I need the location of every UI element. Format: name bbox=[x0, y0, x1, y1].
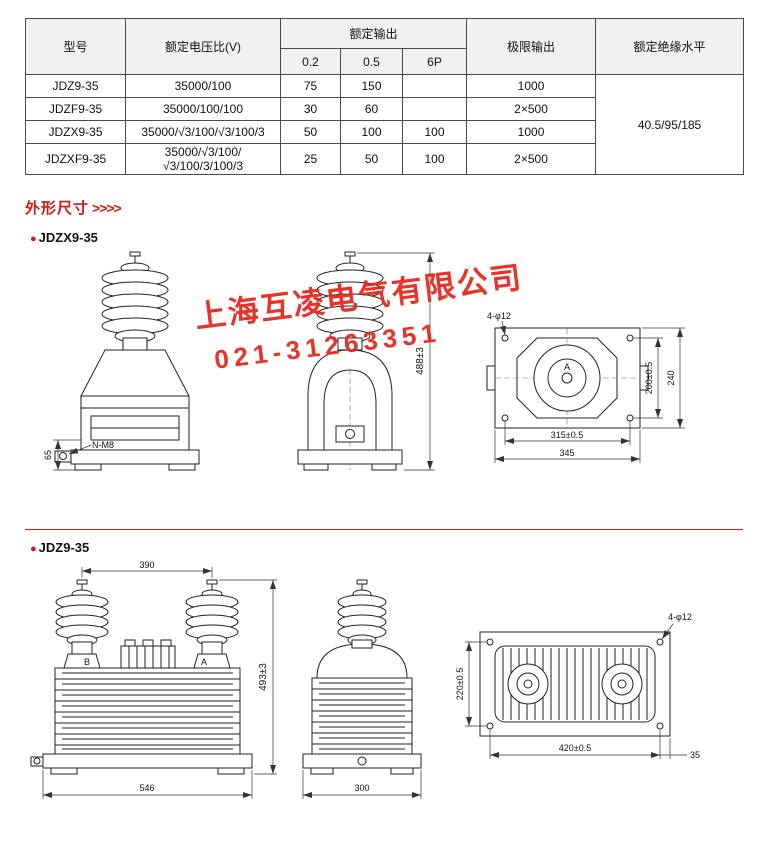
dim-label-hole-pitch-h: 315±0.5 bbox=[551, 430, 583, 440]
cell-output-02: 50 bbox=[280, 120, 341, 144]
dim-label-overall-height: 488±3 bbox=[415, 347, 426, 375]
model-label-jdz9: ●JDZ9-35 bbox=[30, 540, 89, 555]
col-header-model: 型号 bbox=[25, 18, 126, 75]
section-title-arrows-icon: >>>> bbox=[92, 200, 122, 216]
cell-model: JDZX9-35 bbox=[25, 120, 126, 144]
dim-label-width: 345 bbox=[559, 448, 574, 458]
terminal-label-a: A bbox=[201, 657, 207, 667]
dim-depth-jdz9: 300 bbox=[302, 770, 422, 799]
bullet-icon: ● bbox=[30, 233, 37, 245]
bullet-icon: ● bbox=[30, 543, 37, 555]
model-name-jdzx9: JDZX9-35 bbox=[38, 230, 98, 245]
dim-label-edge-offset: 35 bbox=[690, 750, 700, 760]
jdz9-front-view: B A bbox=[30, 579, 253, 775]
jdz9-outline-drawing: B A 390 493±3 546 bbox=[30, 560, 700, 799]
cell-output-02: 75 bbox=[280, 74, 341, 98]
col-header-ratio: 额定电压比(V) bbox=[125, 18, 281, 75]
cell-output-05: 60 bbox=[340, 97, 403, 121]
thread-callout: N-M8 bbox=[68, 440, 114, 455]
terminal-label-b: B bbox=[84, 657, 90, 667]
jdzx9-front-view bbox=[54, 251, 200, 471]
dim-holes-callout-jdz9: 4-φ12 bbox=[661, 612, 692, 640]
table-row: JDZ9-35 35000/100 75 150 1000 40.5/95/18… bbox=[25, 74, 745, 175]
cell-output-05: 100 bbox=[340, 120, 403, 144]
cell-ratio: 35000/100/100 bbox=[125, 97, 281, 121]
dim-label-base-height: 65 bbox=[43, 450, 53, 460]
dim-depth: 240 bbox=[642, 327, 685, 429]
jdzx9-top-view: A bbox=[486, 327, 649, 429]
model-label-jdzx9: ●JDZX9-35 bbox=[30, 230, 98, 245]
dim-hole-pitch-vertical: 200±0.5 bbox=[633, 337, 663, 419]
cell-output-05: 150 bbox=[340, 74, 403, 98]
dim-label-hole-pitch-h: 420±0.5 bbox=[559, 743, 591, 753]
dim-hole-pitch-horizontal: 315±0.5 bbox=[504, 421, 631, 445]
cell-ratio: 35000/100 bbox=[125, 74, 281, 98]
section-title: 外形尺寸>>>> bbox=[25, 197, 122, 218]
cell-limit: 2×500 bbox=[466, 143, 597, 175]
cell-output-6p bbox=[401, 97, 468, 121]
cell-output-02: 30 bbox=[280, 97, 341, 121]
cell-limit: 1000 bbox=[466, 120, 597, 144]
cell-model: JDZXF9-35 bbox=[25, 143, 126, 175]
dim-label-depth: 240 bbox=[666, 370, 676, 385]
dim-holes-callout: 4-φ12 bbox=[487, 311, 511, 336]
thread-label: N-M8 bbox=[92, 440, 114, 450]
dim-overall-height: 488±3 bbox=[357, 252, 435, 471]
dim-label-terminal-pitch: 390 bbox=[139, 560, 154, 570]
jdz9-top-view bbox=[479, 631, 671, 737]
col-header-limit-output: 极限输出 bbox=[466, 18, 597, 75]
dim-label-overall-height: 493±3 bbox=[258, 663, 269, 691]
cell-output-6p: 100 bbox=[401, 120, 468, 144]
col-header-class-6p: 6P bbox=[401, 48, 468, 75]
dim-label-hole-pitch-v: 220±0.5 bbox=[455, 668, 465, 700]
cell-output-05: 50 bbox=[340, 143, 403, 175]
cell-ratio: 35000/√3/100/√3/100/3/100/3 bbox=[125, 143, 281, 175]
dim-label-holes: 4-φ12 bbox=[487, 311, 511, 321]
jdzx9-outline-drawing: 65 N-M8 bbox=[43, 251, 685, 471]
cell-output-6p bbox=[401, 74, 468, 98]
table-row: JDZXF9-35 35000/√3/100/√3/100/3/100/3 25… bbox=[25, 143, 744, 175]
center-terminal-label: A bbox=[564, 362, 570, 372]
dim-label-holes: 4-φ12 bbox=[668, 612, 692, 622]
col-header-class-05: 0.5 bbox=[340, 48, 403, 75]
dim-label-hole-pitch-v: 200±0.5 bbox=[644, 362, 654, 394]
cell-ratio: 35000/√3/100/√3/100/3 bbox=[125, 120, 281, 144]
cell-model: JDZF9-35 bbox=[25, 97, 126, 121]
cell-output-6p: 100 bbox=[401, 143, 468, 175]
jdzx9-side-view bbox=[297, 251, 403, 471]
dim-width-jdz9: 546 bbox=[42, 770, 253, 799]
dim-base-height: 65 bbox=[43, 439, 81, 471]
dim-overall-height-jdz9: 493±3 bbox=[219, 579, 277, 775]
cell-limit: 1000 bbox=[466, 74, 597, 98]
table-row: JDZF9-35 35000/100/100 30 60 2×500 bbox=[25, 97, 744, 121]
dim-label-depth: 300 bbox=[354, 783, 369, 793]
section-divider bbox=[25, 529, 743, 530]
dim-width: 345 bbox=[494, 430, 641, 463]
col-header-rated-output: 额定输出 bbox=[279, 18, 468, 49]
col-header-class-02: 0.2 bbox=[280, 48, 341, 75]
dim-label-width: 546 bbox=[139, 783, 154, 793]
cell-model: JDZ9-35 bbox=[25, 74, 126, 98]
dim-terminal-pitch: 390 bbox=[81, 560, 213, 578]
cell-insulation-level: 40.5/95/185 bbox=[595, 74, 745, 175]
cell-output-02: 25 bbox=[280, 143, 341, 175]
dim-hole-pitch-horizontal-jdz9: 420±0.5 35 bbox=[489, 730, 700, 760]
section-title-text: 外形尺寸 bbox=[25, 200, 90, 217]
jdz9-side-view bbox=[302, 579, 422, 775]
model-name-jdz9: JDZ9-35 bbox=[38, 540, 90, 555]
cell-limit: 2×500 bbox=[466, 97, 597, 121]
col-header-insulation: 额定绝缘水平 bbox=[595, 18, 745, 75]
dim-hole-pitch-vertical-jdz9: 220±0.5 bbox=[455, 641, 487, 727]
spec-table: 型号 额定电压比(V) 额定输出 极限输出 额定绝缘水平 0.2 0.5 6P … bbox=[25, 18, 745, 175]
